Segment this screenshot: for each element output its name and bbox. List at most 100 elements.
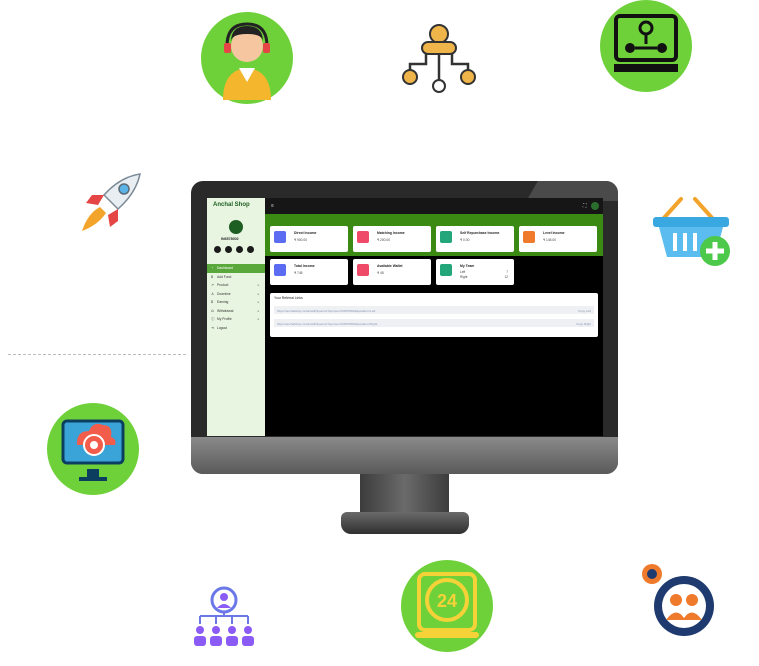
- support-agent-circle: [201, 12, 293, 104]
- card-value: ₹ 900.00: [294, 238, 308, 242]
- shopping-basket-add-icon: [653, 197, 730, 266]
- shopping-basket-graphic: [651, 195, 733, 269]
- social-network-graphic: [402, 22, 476, 98]
- copy-right-button[interactable]: Copy Right: [576, 321, 591, 326]
- team-right-value: 12: [504, 275, 508, 279]
- document-icon: [274, 264, 286, 276]
- sidebar-item-add-fund[interactable]: $ Add Fund: [207, 273, 265, 282]
- wallet-icon: ⊙: [211, 308, 214, 313]
- cloud-settings-circle: [47, 403, 139, 495]
- alarm-icon: [440, 231, 452, 243]
- chart-icon: ↗: [211, 283, 214, 288]
- top-bar: [265, 198, 603, 214]
- team-right-label: Right: [460, 275, 468, 279]
- monitor-gloss: [515, 181, 618, 201]
- card-value: ₹ 745: [294, 271, 303, 275]
- team-gear-graphic: [640, 562, 720, 642]
- sidebar-item-withdrawal[interactable]: ⊙Withdrawal v: [207, 307, 265, 316]
- dollar-icon: $: [211, 274, 213, 279]
- referral-url-right: https://anchalshop.in/JoinwithSponsor?sp…: [277, 321, 378, 326]
- hamburger-menu-icon[interactable]: ≡: [271, 203, 274, 209]
- card-total-income: Total Income ₹ 745: [270, 259, 348, 285]
- monitor-stand-neck: [360, 474, 449, 514]
- team-left-label: Left: [460, 270, 466, 274]
- dashboard-screen: Anchal Shop IN6578002 ◔Dashboard $ Add Fu…: [207, 198, 603, 436]
- twitter-icon[interactable]: [225, 246, 232, 253]
- card-value: ₹ 145.00: [543, 238, 557, 242]
- card-value: ₹ 200.00: [377, 238, 391, 242]
- monitor-bezel: [191, 437, 618, 474]
- team-left-value: 7: [506, 270, 508, 274]
- document-icon: [274, 231, 286, 243]
- top-user-avatar[interactable]: [591, 202, 599, 210]
- clipboard-icon: [357, 264, 369, 276]
- sidebar-item-product[interactable]: ↗Product v: [207, 281, 265, 290]
- referral-links-panel: Your Referral Links https://anchalshop.i…: [270, 293, 598, 337]
- card-title: Matching Income: [377, 231, 405, 235]
- sidebar: Anchal Shop IN6578002 ◔Dashboard $ Add Fu…: [207, 198, 265, 436]
- social-network-icon: [402, 24, 476, 93]
- referral-row-right: https://anchalshop.in/JoinwithSponsor?sp…: [274, 319, 594, 327]
- sidebar-item-downline[interactable]: ♙Downline v: [207, 290, 265, 299]
- card-title: My Team: [460, 264, 475, 268]
- instagram-icon[interactable]: [236, 246, 243, 253]
- sidebar-item-label: Downline: [217, 291, 231, 296]
- chevron-down-icon: v: [257, 317, 260, 322]
- sidebar-item-label: Logout: [217, 325, 228, 330]
- card-value: ₹ 45: [377, 271, 384, 275]
- card-level-income: Level Income ₹ 145.00: [519, 226, 597, 252]
- sidebar-item-dashboard[interactable]: ◔Dashboard: [207, 264, 265, 273]
- team-left-row: Left 7: [460, 270, 508, 274]
- profile-icon: ⓘ: [211, 316, 215, 321]
- team-gear-icon: [642, 564, 714, 636]
- sidebar-item-label: My Profile: [217, 317, 232, 322]
- card-title: Self Repurchase Income: [460, 231, 500, 235]
- sidebar-item-label: Add Fund: [217, 274, 232, 279]
- fullscreen-icon[interactable]: ⛶: [583, 203, 587, 209]
- card-matching-income: Matching Income ₹ 200.00: [353, 226, 431, 252]
- clock-24-text: 24: [437, 591, 457, 611]
- team-monitor-icon: [614, 14, 678, 72]
- logout-icon: ⇥: [211, 325, 214, 330]
- org-structure-icon: [194, 586, 254, 646]
- rocket-graphic: [80, 173, 142, 233]
- chevron-down-icon: v: [257, 308, 260, 313]
- user-avatar: [229, 220, 243, 234]
- sidebar-item-logout[interactable]: ⇥Logout: [207, 324, 265, 333]
- chevron-down-icon: v: [257, 291, 260, 296]
- linkedin-icon[interactable]: [247, 246, 254, 253]
- brand-logo[interactable]: Anchal Shop: [213, 202, 250, 208]
- facebook-icon[interactable]: [214, 246, 221, 253]
- card-available-wallet: Available Wallet ₹ 45: [353, 259, 431, 285]
- clock-24-icon: 24: [415, 572, 479, 638]
- sidebar-item-label: Dashboard: [217, 266, 234, 271]
- chevron-down-icon: v: [257, 283, 260, 288]
- alarm-icon: [440, 264, 452, 276]
- monitor-stand-base: [341, 512, 469, 534]
- team-monitor-circle: [600, 0, 692, 92]
- user-id: IN6578002: [221, 237, 239, 241]
- dashboard-icon: ◔: [211, 266, 214, 271]
- card-my-team: My Team Left 7 Right 12: [436, 259, 514, 285]
- clipboard-icon: [357, 231, 369, 243]
- rocket-icon: [82, 173, 141, 231]
- team-right-row: Right 12: [460, 275, 508, 279]
- warning-icon: [523, 231, 535, 243]
- copy-left-button[interactable]: Copy Left: [578, 308, 591, 313]
- card-value: ₹ 0.00: [460, 238, 470, 242]
- sidebar-menu: ◔Dashboard $ Add Fund ↗Product v ♙Downline…: [207, 264, 265, 332]
- dashed-divider: [8, 354, 186, 355]
- support-agent-icon: [223, 22, 271, 100]
- sidebar-item-label: Earning: [217, 300, 229, 305]
- user-icon: ♙: [211, 291, 215, 296]
- card-title: Total Income: [294, 264, 315, 268]
- cloud-settings-icon: [61, 419, 125, 481]
- sidebar-item-label: Product: [217, 283, 229, 288]
- chevron-down-icon: v: [257, 300, 260, 305]
- referral-title: Your Referral Links: [274, 296, 303, 300]
- card-title: Available Wallet: [377, 264, 403, 268]
- clock-24-circle: 24: [401, 560, 493, 652]
- sidebar-item-label: Withdrawal: [217, 308, 234, 313]
